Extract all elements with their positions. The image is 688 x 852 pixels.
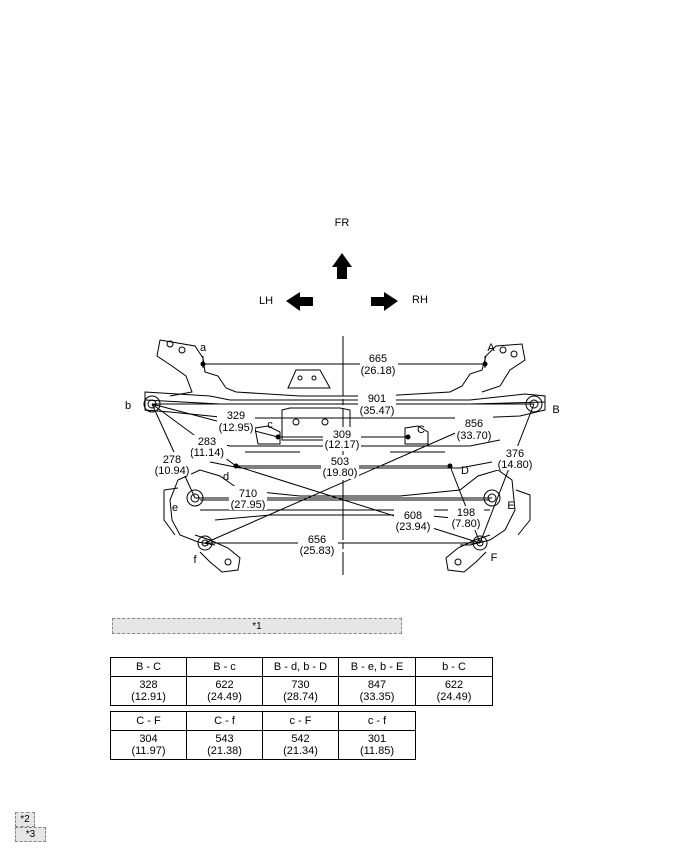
svg-text:(19.80): (19.80) — [323, 467, 358, 479]
note-2-label: *2 — [20, 814, 30, 825]
table-cell: 304(11.97) — [110, 730, 187, 760]
point-A: A — [487, 342, 495, 354]
svg-text:(25.83): (25.83) — [300, 545, 335, 557]
svg-text:(12.17): (12.17) — [325, 439, 360, 451]
table-cell: b - C — [415, 657, 493, 677]
point-f: f — [193, 554, 197, 566]
table-2-value-row: 304(11.97) 543(21.38) 542(21.34) 301(11.… — [110, 730, 416, 760]
lh-label: LH — [259, 295, 273, 307]
table-2-header-row: C - F C - f c - F c - f — [110, 711, 416, 731]
table-cell: B - c — [186, 657, 263, 677]
svg-text:(12.95): (12.95) — [219, 422, 254, 434]
svg-text:283: 283 — [198, 436, 216, 448]
dim-B-f: 376 (14.80) — [496, 446, 534, 471]
note-2-marker: *2 — [15, 812, 35, 827]
svg-text:309: 309 — [333, 429, 351, 441]
dim-D-F: 198 (7.80) — [448, 506, 484, 530]
point-F: F — [491, 552, 498, 564]
table-cell: B - C — [110, 657, 187, 677]
svg-text:(7.80): (7.80) — [452, 518, 481, 530]
svg-text:(11.14): (11.14) — [190, 447, 224, 459]
dim-f-F: 656 (25.83) — [298, 533, 338, 557]
point-E: E — [507, 500, 514, 512]
table-cell: c - F — [262, 711, 339, 731]
table-cell: C - f — [186, 711, 263, 731]
front-arrow-icon — [332, 253, 352, 279]
svg-text:(14.80): (14.80) — [498, 459, 533, 471]
svg-text:856: 856 — [465, 418, 483, 430]
point-D: D — [461, 465, 469, 477]
point-C: C — [417, 424, 425, 436]
table-1-header-row: B - C B - c B - d, b - D B - e, b - E b … — [110, 657, 493, 677]
svg-text:665: 665 — [369, 353, 387, 365]
dim-d-D: 503 (19.80) — [321, 455, 359, 479]
table-cell: B - e, b - E — [338, 657, 416, 677]
svg-text:198: 198 — [457, 507, 475, 519]
right-arrow-icon — [371, 292, 398, 311]
svg-text:608: 608 — [404, 510, 422, 522]
measurement-table-1: B - C B - c B - d, b - D B - e, b - E b … — [110, 657, 493, 706]
svg-text:278: 278 — [163, 454, 181, 466]
svg-text:710: 710 — [239, 488, 257, 500]
point-a: a — [200, 342, 207, 354]
point-c: c — [267, 419, 273, 431]
dim-c-C: 309 (12.17) — [323, 427, 361, 451]
note-1-bar: *1 — [112, 618, 402, 634]
note-1-label: *1 — [252, 621, 262, 632]
svg-text:901: 901 — [368, 393, 386, 405]
svg-text:(33.70): (33.70) — [457, 430, 492, 442]
table-cell: 622(24.49) — [186, 676, 263, 706]
svg-text:(23.94): (23.94) — [396, 521, 431, 533]
table-cell: 622(24.49) — [415, 676, 493, 706]
svg-text:(35.47): (35.47) — [360, 405, 395, 417]
svg-text:(27.95): (27.95) — [231, 499, 266, 511]
dim-a-A: 665 (26.18) — [360, 352, 398, 377]
dim-e-E: 710 (27.95) — [229, 486, 267, 511]
table-cell: 730(28.74) — [262, 676, 339, 706]
table-cell: c - f — [338, 711, 416, 731]
dim-b-d: 283 (11.14) — [189, 435, 227, 459]
dim-b-c: 329 (12.95) — [217, 409, 255, 434]
dim-d-F: 608 (23.94) — [394, 509, 434, 533]
subframe-diagram: FR LH RH — [125, 217, 560, 575]
point-b: b — [125, 400, 131, 412]
measurement-table-2: C - F C - f c - F c - f 304(11.97) 543(2… — [110, 711, 416, 760]
svg-text:376: 376 — [506, 448, 524, 460]
svg-text:503: 503 — [331, 456, 349, 468]
point-B: B — [552, 404, 559, 416]
table-cell: C - F — [110, 711, 187, 731]
left-arrow-icon — [286, 292, 313, 311]
point-labels: a A b B c C d D e E f F — [125, 342, 560, 566]
dimension-labels: 665 (26.18) 901 (35.47) 329 (12.95) 309 … — [153, 352, 534, 557]
table-cell: 542(21.34) — [262, 730, 339, 760]
table-cell: 328(12.91) — [110, 676, 187, 706]
fr-label: FR — [335, 217, 350, 229]
point-d: d — [223, 471, 229, 483]
point-e: e — [172, 502, 178, 514]
dim-b-C-cross: 856 (33.70) — [455, 416, 493, 442]
table-cell: 301(11.85) — [338, 730, 416, 760]
svg-text:656: 656 — [308, 534, 326, 546]
svg-text:(10.94): (10.94) — [155, 465, 190, 477]
measurement-points — [200, 361, 488, 469]
table-cell: 543(21.38) — [186, 730, 263, 760]
svg-text:329: 329 — [227, 410, 245, 422]
dim-b-B: 901 (35.47) — [358, 393, 396, 417]
table-1-value-row: 328(12.91) 622(24.49) 730(28.74) 847(33.… — [110, 676, 493, 706]
table-cell: 847(33.35) — [338, 676, 416, 706]
svg-text:(26.18): (26.18) — [361, 365, 396, 377]
rh-label: RH — [412, 294, 428, 306]
table-cell: B - d, b - D — [262, 657, 339, 677]
note-3-marker: *3 — [15, 827, 46, 842]
note-3-label: *3 — [25, 829, 36, 840]
dim-b-e: 278 (10.94) — [153, 452, 191, 477]
